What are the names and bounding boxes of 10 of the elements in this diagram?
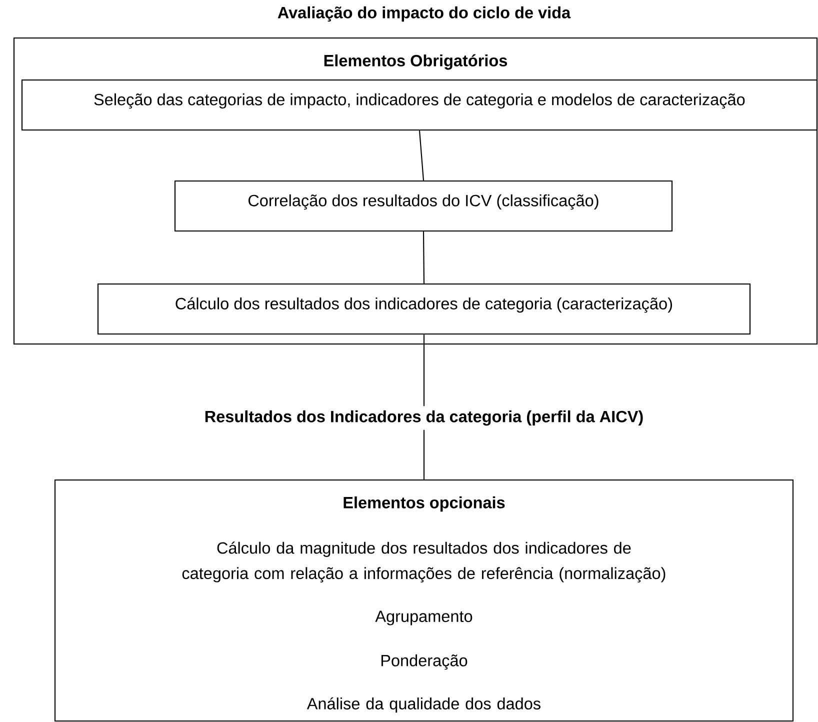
process-box: Seleção das categorias de impacto, indicadores de categoria e modelos de caracterização <box>21 79 818 131</box>
optional-elements-box: Elementos opcionais Cálculo da magnitude dos resultados dos indicadores de categoria com relação a informações de referência (normalização) Agrupamento Ponderação Análise da qualidade dos dados <box>54 479 794 722</box>
diagram-title: Avaliação do impacto do ciclo de vida <box>278 6 571 22</box>
connector-line <box>418 130 424 181</box>
connector-line <box>423 334 425 406</box>
process-box: Cálculo dos resultados dos indicadores de categoria (caracterização) <box>97 283 751 335</box>
result-label: Resultados dos Indicadores da categoria (perfil da AICV) <box>205 410 643 426</box>
process-box: Correlação dos resultados do ICV (classificação) <box>174 180 673 232</box>
connector-line <box>422 232 425 284</box>
connector-line <box>423 430 425 480</box>
